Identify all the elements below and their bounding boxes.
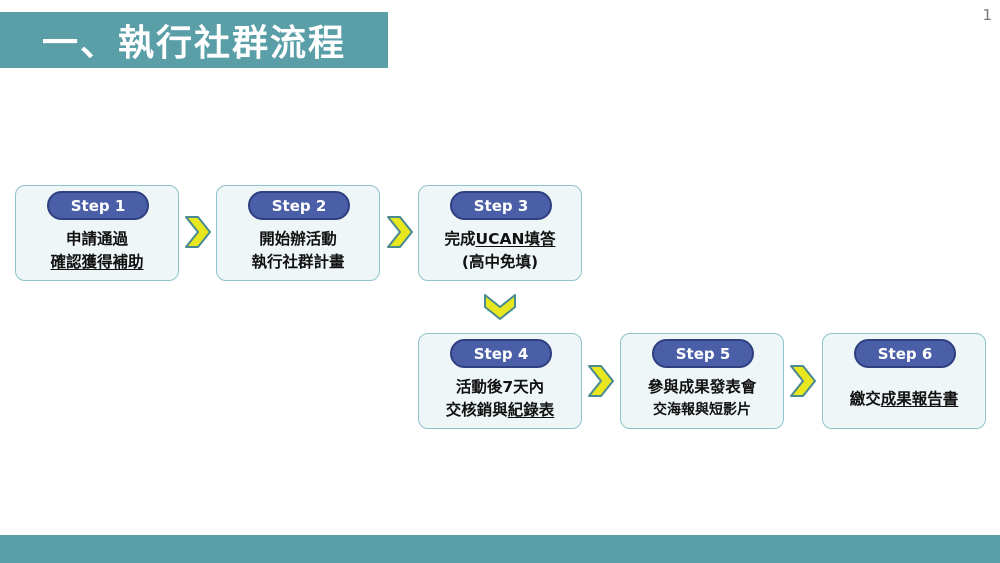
step-6-badge: Step 6 — [854, 339, 956, 368]
footer-bar — [0, 535, 1000, 563]
page-title: 一、執行社群流程 — [42, 23, 347, 64]
step-4-line-2: 交核銷與紀錄表 — [446, 399, 555, 422]
page-number: 1 — [982, 6, 992, 24]
step-4-line-1: 活動後7天內 — [455, 378, 545, 396]
chevron-right-icon — [185, 216, 211, 248]
step-4-line-2-a: 交核銷與 — [445, 401, 508, 419]
step-6-line-1: 繳交成果報告書 — [850, 388, 959, 411]
step-1-card: Step 1 申請通過 確認獲得補助 — [15, 185, 179, 281]
title-banner: 一、執行社群流程 — [0, 12, 388, 68]
step-6-line-1-a: 繳交 — [849, 389, 881, 408]
step-2-line-2: 執行社群計畫 — [251, 253, 345, 271]
step-3-line-1: 完成UCAN填答 — [445, 228, 556, 251]
chevron-down-icon — [484, 294, 516, 320]
step-4-badge: Step 4 — [450, 339, 552, 368]
chevron-right-icon — [588, 365, 614, 397]
step-5-line-2: 交海報與短影片 — [653, 402, 751, 418]
chevron-right-icon — [387, 216, 413, 248]
step-2-badge: Step 2 — [248, 191, 350, 220]
step-1-badge: Step 1 — [47, 191, 149, 220]
step-5-badge: Step 5 — [652, 339, 754, 368]
step-3-line-1-b: UCAN填答 — [475, 230, 556, 248]
step-5-line-1: 參與成果發表會 — [647, 378, 757, 396]
step-4-card: Step 4 活動後7天內 交核銷與紀錄表 — [418, 333, 582, 429]
step-5-card: Step 5 參與成果發表會 交海報與短影片 — [620, 333, 784, 429]
step-6-line-1-b: 成果報告書 — [880, 389, 959, 408]
step-6-card: Step 6 繳交成果報告書 — [822, 333, 986, 429]
step-3-line-1-a: 完成 — [444, 230, 476, 248]
step-3-badge: Step 3 — [450, 191, 552, 220]
step-1-line-2: 確認獲得補助 — [50, 253, 144, 271]
step-2-card: Step 2 開始辦活動 執行社群計畫 — [216, 185, 380, 281]
step-2-line-1: 開始辦活動 — [259, 230, 337, 248]
step-3-card: Step 3 完成UCAN填答 (高中免填) — [418, 185, 582, 281]
step-1-line-1: 申請通過 — [65, 230, 128, 248]
chevron-right-icon — [790, 365, 816, 397]
step-4-line-2-b: 紀錄表 — [507, 401, 555, 419]
step-3-line-2: (高中免填) — [461, 253, 539, 271]
